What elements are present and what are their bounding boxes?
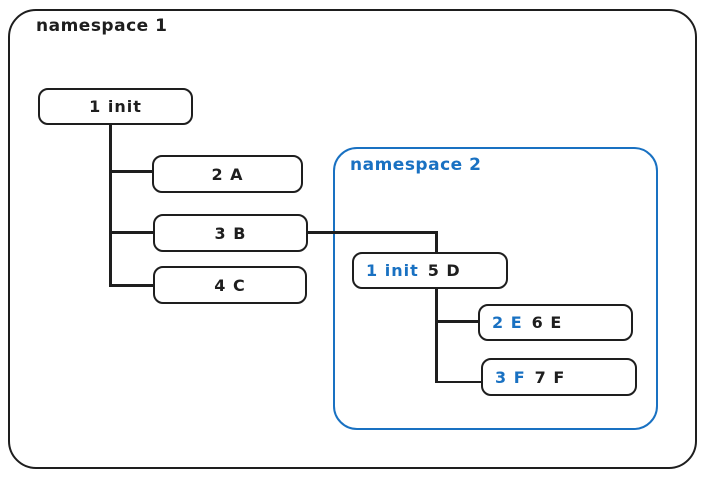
namespace2-label: namespace 2	[350, 155, 482, 175]
node-4-c: 4 C	[153, 266, 307, 304]
node-2-a-label: 2 A	[211, 164, 244, 184]
node-7-f: 3 F 7 F	[481, 358, 637, 396]
namespace1-container	[8, 9, 697, 469]
connector-init-to-a	[109, 170, 153, 173]
namespace1-label: namespace 1	[36, 16, 168, 36]
node-5-d-ns-pid-label: 1 init	[366, 261, 419, 280]
node-3-b: 3 B	[153, 214, 308, 252]
node-6-e: 2 E 6 E	[478, 304, 633, 341]
connector-d-trunk	[435, 288, 438, 383]
connector-d-to-f	[435, 380, 482, 383]
connector-b-to-d-vertical	[435, 231, 438, 253]
node-5-d: 1 init 5 D	[352, 252, 508, 289]
namespace2-container	[333, 147, 658, 430]
connector-init-to-c	[109, 284, 154, 287]
node-5-d-host-pid-label: 5 D	[427, 261, 461, 280]
node-7-f-ns-pid-label: 3 F	[495, 367, 526, 387]
node-1-init: 1 init	[38, 88, 193, 125]
node-1-init-label: 1 init	[89, 97, 142, 116]
connector-init-to-b	[109, 231, 154, 234]
node-6-e-ns-pid-label: 2 E	[492, 313, 523, 332]
node-3-b-label: 3 B	[214, 223, 247, 243]
node-4-c-label: 4 C	[214, 275, 246, 295]
node-2-a: 2 A	[152, 155, 303, 193]
connector-b-to-d-horizontal	[307, 231, 438, 234]
connector-init-trunk	[109, 124, 112, 286]
connector-d-to-e	[435, 320, 479, 323]
node-7-f-host-pid-label: 7 F	[534, 367, 566, 387]
node-6-e-host-pid-label: 6 E	[531, 313, 563, 332]
